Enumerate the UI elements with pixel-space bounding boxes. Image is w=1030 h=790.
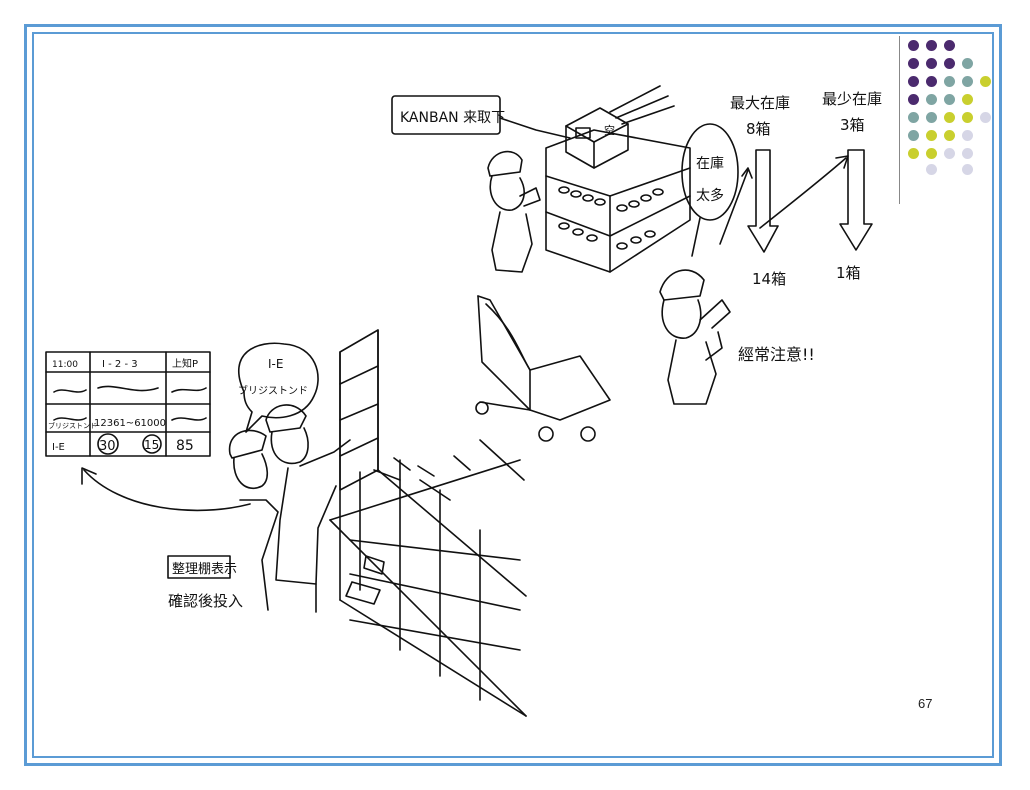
speech-line-1: I-E xyxy=(268,357,283,371)
decor-dot xyxy=(962,148,973,159)
decor-dot xyxy=(962,112,973,123)
slide-frame-inner xyxy=(32,32,994,758)
parts-shelf xyxy=(545,129,691,273)
decor-dot xyxy=(962,58,973,69)
speech-line-2: ブリジストンド xyxy=(238,384,308,397)
decor-dot xyxy=(944,130,955,141)
decor-dot xyxy=(926,58,937,69)
flow-arrow xyxy=(759,157,847,229)
card-qty-c: 85 xyxy=(176,438,194,454)
box-label: 空 xyxy=(604,123,615,137)
decor-dot xyxy=(908,94,919,105)
stock-bubble-line-1: 在庫 xyxy=(696,155,724,172)
supervisor-figure xyxy=(659,269,731,405)
slide-frame-outer xyxy=(24,24,1002,766)
decor-dot xyxy=(944,94,955,105)
page-number: 67 xyxy=(918,696,933,711)
max-stock-down-arrow xyxy=(747,149,779,253)
speech-bubble xyxy=(238,342,319,433)
min-stock-label: 最少在庫 xyxy=(822,90,882,108)
decor-dot xyxy=(944,148,955,159)
decor-dot xyxy=(908,40,919,51)
decor-dot xyxy=(944,112,955,123)
decor-dot xyxy=(908,58,919,69)
note-line-text: 確認後投入 xyxy=(168,592,243,610)
kanban-callout-box xyxy=(391,95,501,135)
decor-dot xyxy=(926,76,937,87)
empty-kanban-box: 空 xyxy=(565,85,675,169)
decor-dot xyxy=(926,94,937,105)
decor-dot xyxy=(944,40,955,51)
decor-dot xyxy=(962,164,973,175)
callout-pointer xyxy=(499,117,571,139)
stock-too-much-bubble xyxy=(681,123,739,221)
card-supplier: 上知P xyxy=(172,357,198,370)
decor-dot xyxy=(908,130,919,141)
card-qty-a: 30 xyxy=(99,439,116,454)
max-stock-value: 8箱 xyxy=(746,120,771,138)
card-qty-b: 15 xyxy=(144,438,159,452)
decor-dot xyxy=(908,76,919,87)
hand-cart xyxy=(475,295,611,442)
card-code: I-E xyxy=(52,442,65,453)
decor-dot xyxy=(980,112,991,123)
corner-divider-line xyxy=(899,36,900,204)
workers-at-rack xyxy=(228,404,351,613)
decor-dot xyxy=(926,148,937,159)
kanban-callout-text: KANBAN 来取下 xyxy=(400,110,505,126)
corner-dot-grid xyxy=(904,36,1000,176)
decor-dot xyxy=(962,76,973,87)
decor-dot xyxy=(908,112,919,123)
card-time: 11:00 xyxy=(52,360,78,370)
decor-dot xyxy=(962,94,973,105)
min-stock-down-arrow xyxy=(839,149,873,251)
card-part-range: 12361~61000 xyxy=(94,418,166,429)
decor-dot xyxy=(926,130,937,141)
max-stock-label: 最大在庫 xyxy=(730,94,790,112)
decor-dot xyxy=(908,148,919,159)
decor-dot xyxy=(962,130,973,141)
decor-dot xyxy=(944,76,955,87)
bubble-up-arrow xyxy=(719,169,749,245)
decor-dot xyxy=(980,76,991,87)
decor-dot xyxy=(926,112,937,123)
worker-top-figure xyxy=(487,150,541,273)
note-box-text: 整理棚表示 xyxy=(172,562,237,577)
card-pointer-arrow xyxy=(83,469,251,512)
decor-dot xyxy=(926,40,937,51)
card-location: I - 2 - 3 xyxy=(102,359,138,370)
bubble-tail xyxy=(691,217,701,257)
label-card xyxy=(45,351,211,457)
note-box xyxy=(167,555,231,579)
stock-bubble-line-2: 太多 xyxy=(696,187,724,204)
actual-stock-low: 1箱 xyxy=(836,264,861,282)
storage-rack xyxy=(329,329,527,717)
min-stock-value: 3箱 xyxy=(840,116,865,134)
warning-text: 經常注意!! xyxy=(738,345,815,364)
card-maker: ブリジストンド xyxy=(48,421,97,430)
actual-stock-high: 14箱 xyxy=(752,270,786,288)
decor-dot xyxy=(926,164,937,175)
decor-dot xyxy=(944,58,955,69)
